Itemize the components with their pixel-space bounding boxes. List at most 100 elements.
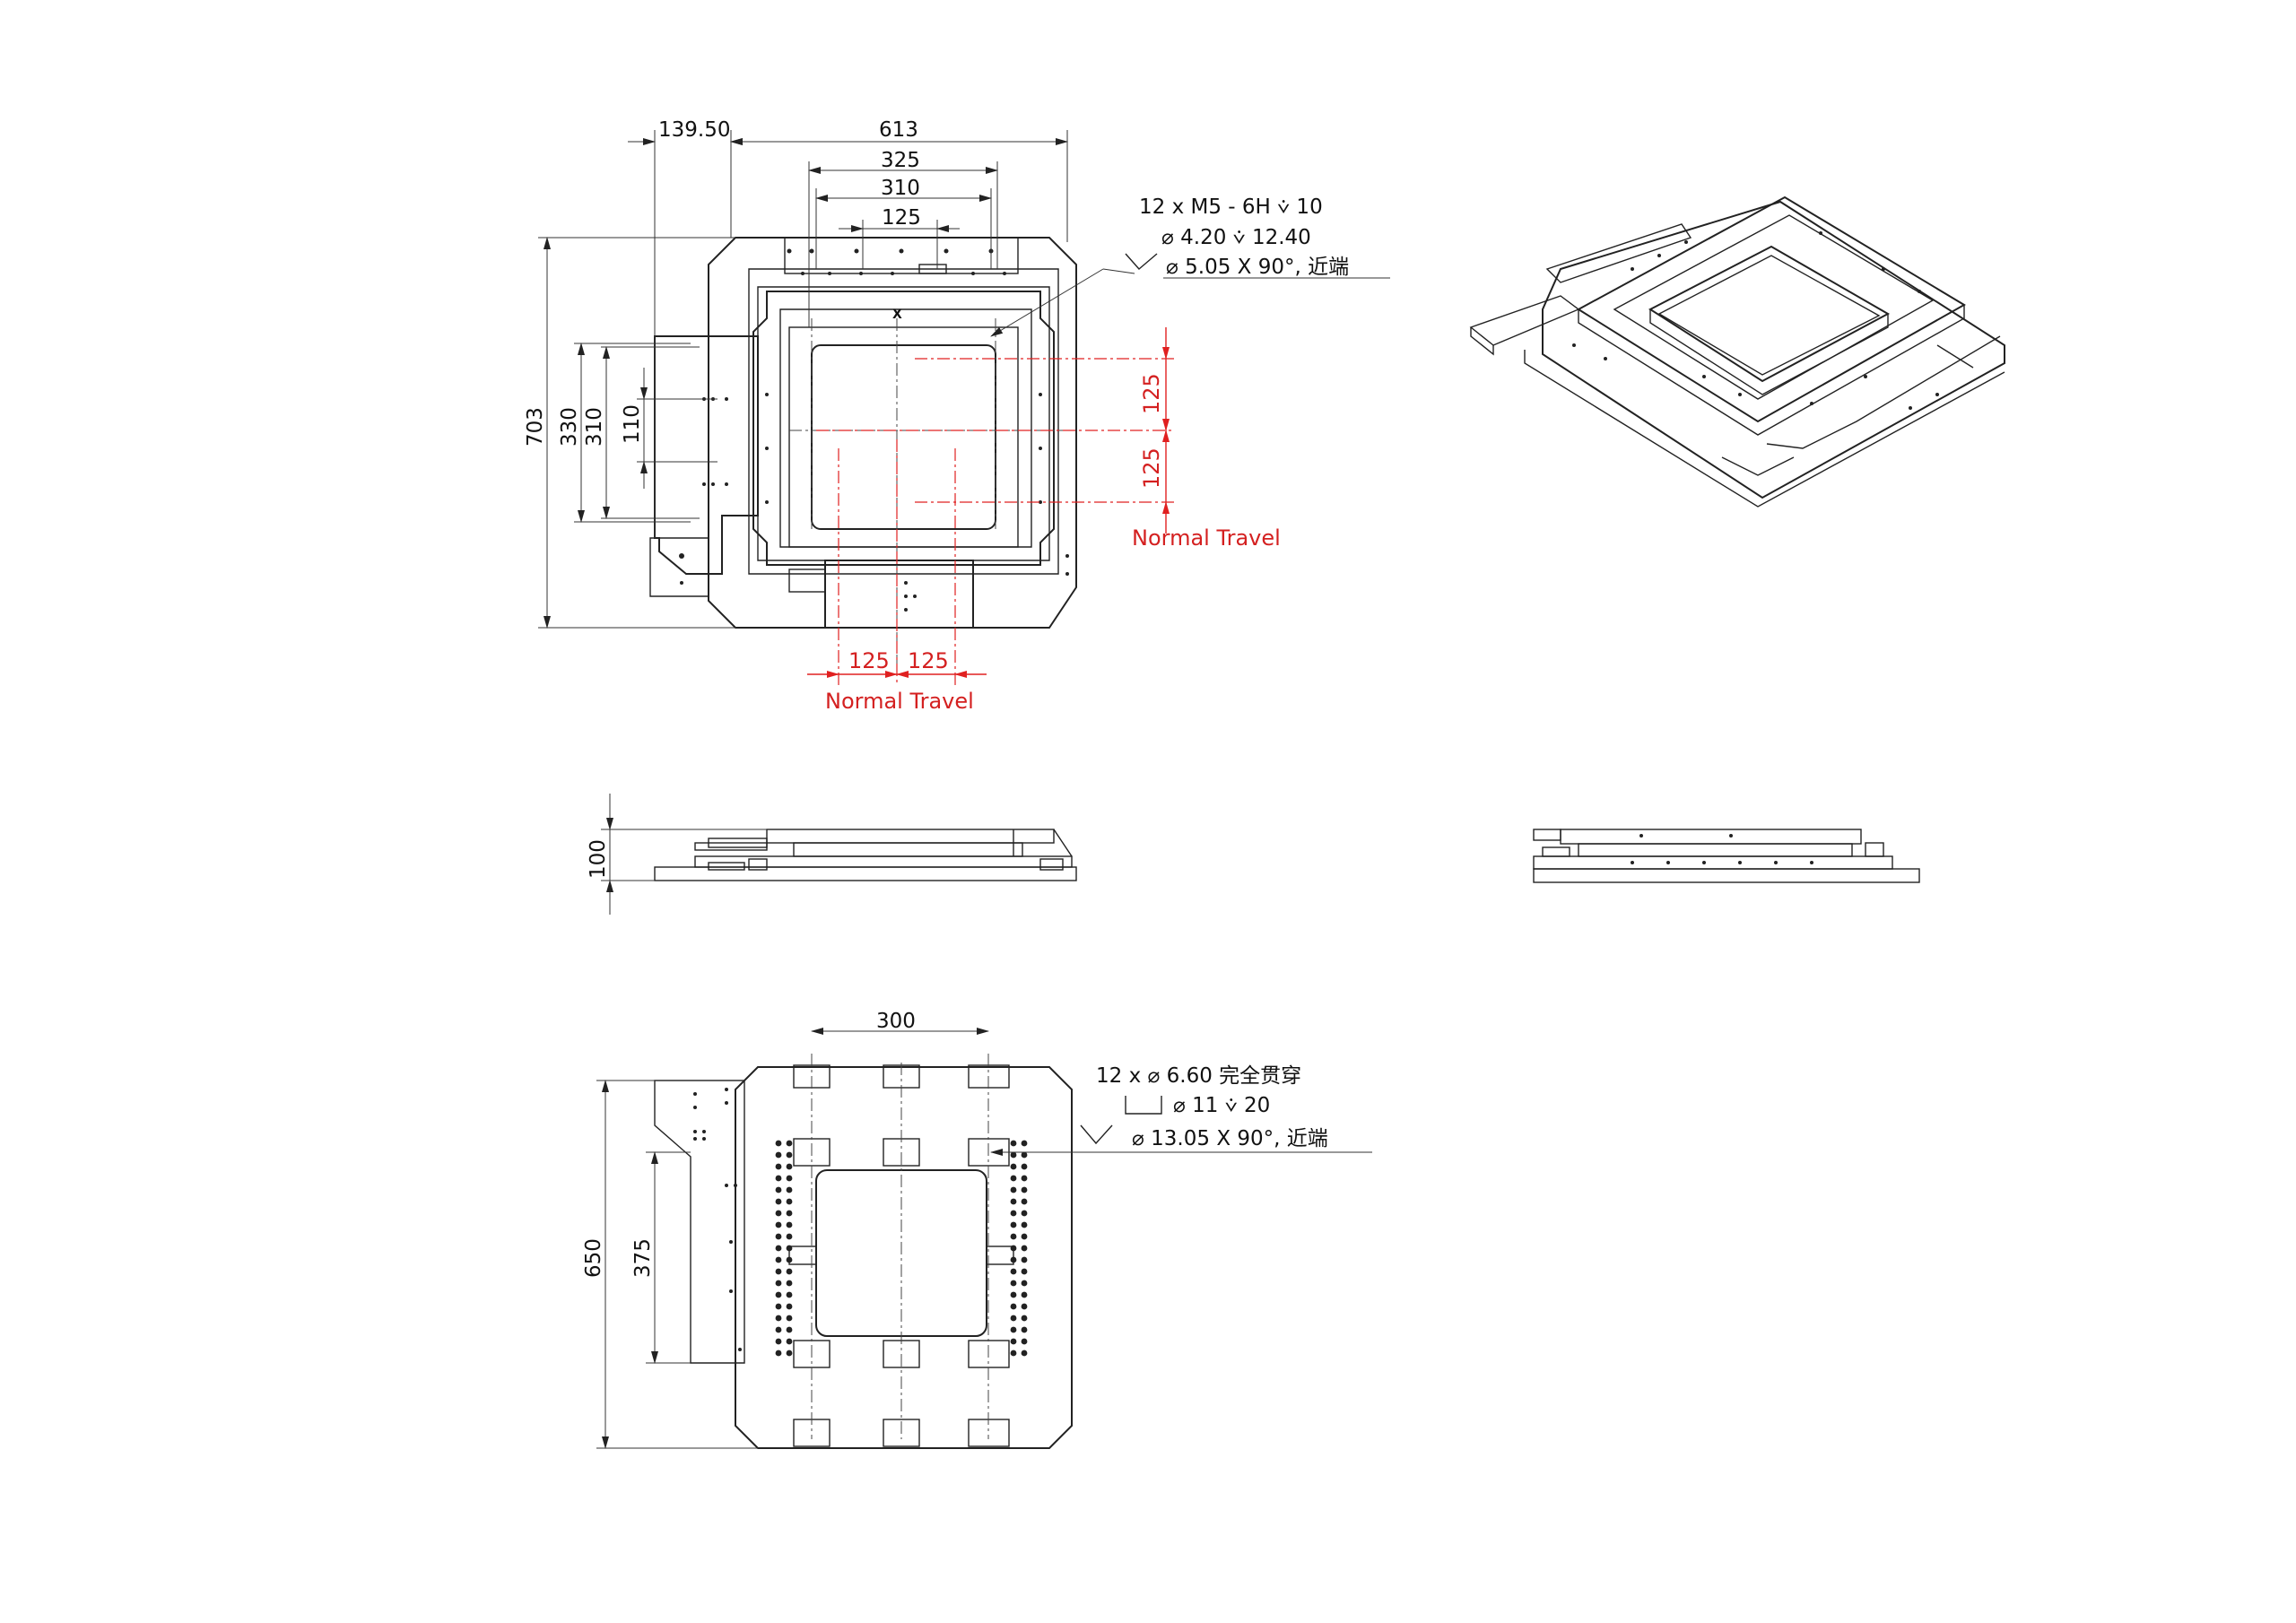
base-hole — [1010, 1210, 1017, 1217]
normal-travel-x: 125 125 Normal Travel — [807, 439, 987, 714]
base-hole — [1021, 1140, 1028, 1147]
base-hole — [775, 1175, 782, 1182]
dim-side-110: 110 — [621, 404, 644, 444]
base-hole — [786, 1268, 793, 1275]
dim-opening-325: 325 — [881, 149, 920, 172]
base-hole — [1010, 1268, 1017, 1275]
dim-overall-width: 613 — [879, 118, 918, 142]
side-bracket — [654, 1080, 745, 1364]
base-hole — [1021, 1233, 1028, 1240]
svg-text:⌀ 4.20 ⩒ 12.40: ⌀ 4.20 ⩒ 12.40 — [1161, 226, 1311, 249]
moving-plate — [752, 291, 1055, 566]
base-hole — [775, 1338, 782, 1345]
base-hole — [786, 1210, 793, 1217]
base-hole — [786, 1303, 793, 1310]
base-hole — [786, 1326, 793, 1333]
base-hole — [775, 1245, 782, 1252]
dim-base-height-650: 650 — [582, 1238, 605, 1278]
dim-side-330: 330 — [558, 407, 581, 447]
base-hole — [1010, 1291, 1017, 1298]
base-hole — [775, 1268, 782, 1275]
base-hole — [1010, 1186, 1017, 1193]
base-hole — [1021, 1315, 1028, 1322]
base-hole — [775, 1315, 782, 1322]
base-hole — [1010, 1280, 1017, 1287]
base-hole — [1021, 1151, 1028, 1159]
dim-hole-pitch-125: 125 — [882, 206, 921, 230]
svg-text:12 x ⌀ 6.60 完全贯穿: 12 x ⌀ 6.60 完全贯穿 — [1096, 1064, 1301, 1088]
travel-x-left: 125 — [848, 648, 890, 673]
normal-travel-y: 125 125 Normal Travel — [816, 327, 1281, 551]
base-hole — [786, 1198, 793, 1205]
center-opening — [811, 344, 996, 530]
base-hole — [1021, 1303, 1028, 1310]
bottom-carriage — [824, 560, 974, 629]
base-hole — [786, 1280, 793, 1287]
travel-y-label: Normal Travel — [1132, 525, 1281, 551]
base-hole — [1010, 1245, 1017, 1252]
stage-outline — [708, 237, 1077, 629]
base-hole — [786, 1221, 793, 1228]
dim-offset-left: 139.50 — [658, 118, 730, 142]
svg-text:⌀ 11 ⩒ 20: ⌀ 11 ⩒ 20 — [1173, 1094, 1270, 1117]
base-hole — [1021, 1280, 1028, 1287]
base-hole — [775, 1303, 782, 1310]
base-hole — [775, 1221, 782, 1228]
base-hole — [786, 1315, 793, 1322]
base-hole — [1010, 1198, 1017, 1205]
dim-opening-310: 310 — [881, 177, 920, 200]
base-hole — [775, 1350, 782, 1357]
top-hole-callout: 12 x M5 - 6H ⩒ 10 ⌀ 4.20 ⩒ 12.40 ⌀ 5.05 … — [1125, 195, 1390, 279]
base-hole — [1010, 1175, 1017, 1182]
base-hole — [1021, 1163, 1028, 1170]
travel-y-lower: 125 — [1139, 447, 1164, 489]
base-hole — [1010, 1350, 1017, 1357]
base-hole — [1021, 1326, 1028, 1333]
base-hole — [1010, 1221, 1017, 1228]
side-view-front: 100 — [587, 794, 1077, 915]
base-hole — [1010, 1233, 1017, 1240]
base-hole — [786, 1186, 793, 1193]
base-hole — [1021, 1268, 1028, 1275]
base-hole — [1010, 1315, 1017, 1322]
base-hole — [775, 1326, 782, 1333]
base-hole — [775, 1163, 782, 1170]
isometric-view — [1469, 195, 2005, 508]
base-hole — [1021, 1350, 1028, 1357]
base-hole — [775, 1210, 782, 1217]
travel-y-upper: 125 — [1139, 373, 1164, 414]
base-hole — [1010, 1140, 1017, 1147]
base-hole — [1021, 1338, 1028, 1345]
svg-text:⌀ 5.05 X 90°, 近端: ⌀ 5.05 X 90°, 近端 — [1166, 256, 1349, 279]
base-hole — [775, 1151, 782, 1159]
dim-side-310: 310 — [583, 407, 606, 447]
base-hole — [786, 1151, 793, 1159]
base-hole — [1021, 1186, 1028, 1193]
base-hole — [1010, 1151, 1017, 1159]
base-hole — [786, 1338, 793, 1345]
base-hole — [1021, 1291, 1028, 1298]
base-hole — [1010, 1338, 1017, 1345]
base-hole — [1010, 1256, 1017, 1263]
base-hole — [775, 1256, 782, 1263]
base-hole — [1021, 1198, 1028, 1205]
base-hole — [786, 1350, 793, 1357]
dim-inner-375: 375 — [631, 1238, 655, 1278]
base-hole — [786, 1233, 793, 1240]
dim-hole-spacing-300: 300 — [876, 1010, 916, 1033]
base-hole-rows — [775, 1140, 1028, 1357]
svg-text:12 x M5 - 6H ⩒ 10: 12 x M5 - 6H ⩒ 10 — [1139, 195, 1323, 219]
dim-overall-height: 703 — [524, 407, 547, 447]
mounting-pads — [793, 1064, 1010, 1447]
base-hole — [786, 1140, 793, 1147]
base-hole — [775, 1140, 782, 1147]
side-view-right — [1533, 829, 1920, 883]
base-hole — [1021, 1175, 1028, 1182]
base-hole — [786, 1163, 793, 1170]
travel-x-right: 125 — [908, 648, 949, 673]
base-hole-callout: 12 x ⌀ 6.60 完全贯穿 ⌀ 11 ⩒ 20 ⌀ 13.05 X 90°… — [1080, 1064, 1372, 1153]
base-hole — [1010, 1163, 1017, 1170]
base-hole — [1021, 1256, 1028, 1263]
base-hole — [775, 1280, 782, 1287]
